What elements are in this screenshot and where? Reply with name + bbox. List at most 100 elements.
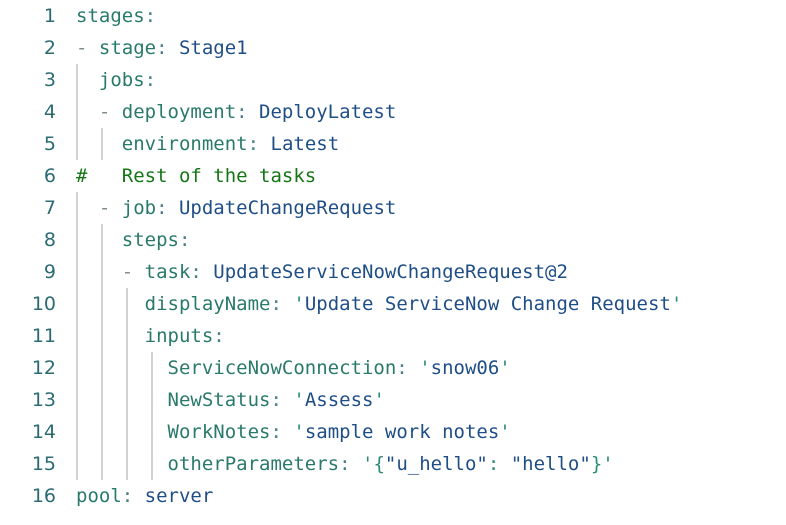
token-key: otherParameters — [167, 453, 340, 475]
code-line[interactable]: 15 otherParameters: '{"u_hello": "hello"… — [0, 448, 786, 480]
token-key: stages — [76, 5, 145, 27]
token-value: Stage1 — [178, 37, 248, 59]
line-content[interactable]: - stage: Stage1 — [76, 32, 248, 64]
line-content[interactable]: jobs: — [76, 64, 156, 96]
token-plain — [76, 357, 168, 379]
line-number: 9 — [43, 261, 56, 283]
line-content[interactable]: displayName: 'Update ServiceNow Change R… — [76, 288, 683, 320]
line-number: 7 — [43, 197, 56, 219]
token-quote: ' — [293, 421, 305, 443]
code-line[interactable]: 6# Rest of the tasks — [0, 160, 786, 192]
token-punct: : — [121, 485, 145, 507]
token-quote: }' — [590, 453, 614, 475]
token-value: "u_hello" — [384, 453, 488, 475]
line-content[interactable]: steps: — [76, 224, 191, 256]
token-punct: : — [236, 101, 260, 123]
token-punct: : — [247, 133, 271, 155]
token-quote: ' — [293, 293, 305, 315]
line-content[interactable]: - deployment: DeployLatest — [76, 96, 396, 128]
code-line[interactable]: 9 - task: UpdateServiceNowChangeRequest@… — [0, 256, 786, 288]
token-quote: : — [487, 453, 511, 475]
token-plain — [76, 325, 145, 347]
line-number: 2 — [43, 37, 56, 59]
code-line[interactable]: 7 - job: UpdateChangeRequest — [0, 192, 786, 224]
token-punct: : — [270, 293, 294, 315]
token-quote: '{ — [362, 453, 385, 475]
token-punct: : — [178, 229, 191, 251]
line-number: 4 — [43, 101, 56, 123]
token-plain — [76, 69, 99, 91]
code-line[interactable]: 14 WorkNotes: 'sample work notes' — [0, 416, 786, 448]
code-line[interactable]: 10 displayName: 'Update ServiceNow Chang… — [0, 288, 786, 320]
token-plain — [76, 133, 122, 155]
line-content[interactable]: otherParameters: '{"u_hello": "hello"}' — [76, 448, 614, 480]
token-punct: : — [270, 389, 294, 411]
token-plain — [76, 229, 122, 251]
token-punct: : — [156, 37, 179, 59]
token-plain — [76, 421, 168, 443]
token-quote: ' — [499, 357, 511, 379]
token-punct: : — [144, 69, 157, 91]
line-number: 12 — [31, 357, 56, 379]
token-key: pool — [76, 485, 122, 507]
token-value: DeployLatest — [259, 101, 397, 123]
token-plain — [76, 389, 168, 411]
token-punct: : — [144, 5, 157, 27]
code-line[interactable]: 13 NewStatus: 'Assess' — [0, 384, 786, 416]
code-line[interactable]: 5 environment: Latest — [0, 128, 786, 160]
token-plain — [76, 293, 145, 315]
line-content[interactable]: stages: — [76, 0, 156, 32]
token-dash: - — [76, 37, 99, 59]
token-key: ServiceNowConnection — [167, 357, 397, 379]
line-number: 11 — [31, 325, 56, 347]
token-comment: # Rest of the tasks — [76, 165, 317, 187]
line-content[interactable]: inputs: — [76, 320, 225, 352]
code-line[interactable]: 4 - deployment: DeployLatest — [0, 96, 786, 128]
line-content[interactable]: pool: server — [76, 480, 213, 512]
token-punct: : — [270, 421, 294, 443]
code-line[interactable]: 8 steps: — [0, 224, 786, 256]
code-line[interactable]: 12 ServiceNowConnection: 'snow06' — [0, 352, 786, 384]
token-key: displayName — [144, 293, 271, 315]
code-line[interactable]: 3 jobs: — [0, 64, 786, 96]
token-value: Assess — [304, 389, 374, 411]
line-content[interactable]: NewStatus: 'Assess' — [76, 384, 385, 416]
token-dash: - — [76, 101, 122, 123]
line-number: 13 — [31, 389, 56, 411]
line-content[interactable]: WorkNotes: 'sample work notes' — [76, 416, 511, 448]
token-punct: : — [396, 357, 420, 379]
token-punct: : — [339, 453, 362, 475]
token-value: "hello" — [510, 453, 591, 475]
token-key: jobs — [98, 69, 145, 91]
code-line[interactable]: 11 inputs: — [0, 320, 786, 352]
token-value: snow06 — [430, 357, 500, 379]
token-key: deployment — [121, 101, 237, 123]
token-quote: ' — [373, 389, 385, 411]
code-line[interactable]: 16 pool: server — [0, 480, 786, 512]
line-content[interactable]: - job: UpdateChangeRequest — [76, 192, 396, 224]
line-content[interactable]: # Rest of the tasks — [76, 160, 316, 192]
line-number: 10 — [31, 293, 56, 315]
token-key: WorkNotes — [167, 421, 271, 443]
token-value: UpdateChangeRequest — [178, 197, 397, 219]
line-number: 15 — [31, 453, 56, 475]
token-plain — [76, 453, 168, 475]
token-value: Latest — [270, 133, 340, 155]
line-number: 3 — [43, 69, 56, 91]
line-number: 5 — [43, 133, 56, 155]
line-content[interactable]: - task: UpdateServiceNowChangeRequest@2 — [76, 256, 568, 288]
token-quote: ' — [419, 357, 431, 379]
token-key: stage — [98, 37, 157, 59]
line-number: 16 — [31, 485, 56, 507]
line-content[interactable]: ServiceNowConnection: 'snow06' — [76, 352, 511, 384]
token-value: Update ServiceNow Change Request — [304, 293, 671, 315]
token-value: sample work notes — [304, 421, 500, 443]
token-punct: : — [156, 197, 179, 219]
code-line[interactable]: 2- stage: Stage1 — [0, 32, 786, 64]
token-key: environment — [121, 133, 248, 155]
line-content[interactable]: environment: Latest — [76, 128, 339, 160]
token-key: inputs — [144, 325, 214, 347]
token-key: job — [121, 197, 157, 219]
